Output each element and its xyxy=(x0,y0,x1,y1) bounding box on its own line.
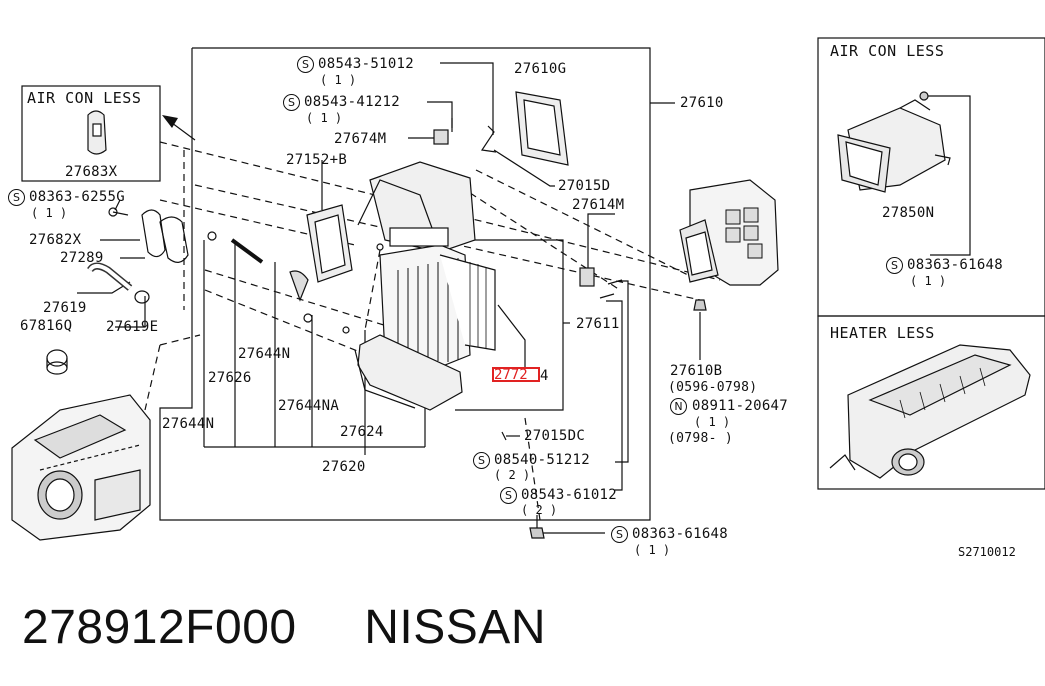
inset-title-heater-less: HEATER LESS xyxy=(830,324,935,342)
part-08543-61012[interactable]: 08543-61012 xyxy=(521,487,618,503)
screw-symbol: S xyxy=(611,526,628,543)
filter-27610g-drawing xyxy=(515,91,569,166)
part-27015d[interactable]: 27015D xyxy=(558,178,611,194)
filter-27152b-drawing xyxy=(306,204,353,283)
duct-27850n-drawing xyxy=(837,91,951,193)
duct-heater-less-drawing xyxy=(829,344,1031,479)
part-27682x[interactable]: 27682X xyxy=(29,232,82,248)
part-27610b[interactable]: 27610B xyxy=(670,363,723,379)
screw-symbol: S xyxy=(500,487,517,504)
part-27610[interactable]: 27610 xyxy=(680,95,724,111)
part-08543-41212[interactable]: 08543-41212 xyxy=(304,94,401,110)
part-27644n-upper[interactable]: 27644N xyxy=(238,346,291,362)
highlighted-part-suffix: 4 xyxy=(540,368,549,384)
part-27619e[interactable]: 27619E xyxy=(106,319,159,335)
footer-part-number: 278912F000 xyxy=(22,601,297,654)
screw-symbol: S xyxy=(886,257,903,274)
nut-symbol: N xyxy=(670,398,687,415)
part-27614m[interactable]: 27614M xyxy=(572,197,625,213)
main-frame xyxy=(159,47,651,521)
top-small-parts-drawing xyxy=(207,118,497,334)
drawing-code: S2710012 xyxy=(958,545,1016,559)
part-27289[interactable]: 27289 xyxy=(60,250,104,266)
part-27850n[interactable]: 27850N xyxy=(882,205,935,221)
part-67816q[interactable]: 67816Q xyxy=(20,318,73,334)
intake-duct-drawing xyxy=(679,179,779,286)
inset-title-aircon-less-right: AIR CON LESS xyxy=(830,42,945,60)
part-08363-61648-inset[interactable]: 08363-61648 xyxy=(907,257,1004,273)
range-27610b: (0596-0798) xyxy=(668,380,758,395)
qty-08543-41212: ( 1 ) xyxy=(306,111,343,125)
qty-08911-20647: ( 1 ) xyxy=(694,415,731,429)
part-08911-20647[interactable]: 08911-20647 xyxy=(692,398,789,414)
inset-title-aircon-less-left: AIR CON LESS xyxy=(27,89,142,107)
inset-box-aircon-less-left xyxy=(21,85,161,182)
highlighted-part-number: 2772 xyxy=(494,367,528,383)
part-27626[interactable]: 27626 xyxy=(208,370,252,386)
duct-plug-27683x-drawing xyxy=(87,110,107,155)
right-small-parts-drawing xyxy=(501,267,707,539)
part-27624[interactable]: 27624 xyxy=(340,424,384,440)
part-08363-6255g[interactable]: 08363-6255G xyxy=(29,189,126,205)
inset-box-heater-less xyxy=(817,315,1045,490)
screw-symbol: S xyxy=(473,452,490,469)
part-27610g[interactable]: 27610G xyxy=(514,61,567,77)
part-27152b[interactable]: 27152+B xyxy=(286,152,348,168)
part-27620[interactable]: 27620 xyxy=(322,459,366,475)
part-08540-51212[interactable]: 08540-51212 xyxy=(494,452,591,468)
part-27644na[interactable]: 27644NA xyxy=(278,398,340,414)
screw-symbol: S xyxy=(297,56,314,73)
left-small-parts-drawing xyxy=(46,207,189,375)
part-08543-51012[interactable]: 08543-51012 xyxy=(318,56,415,72)
qty-08543-61012: ( 2 ) xyxy=(521,503,558,517)
screw-symbol: S xyxy=(283,94,300,111)
part-27619[interactable]: 27619 xyxy=(43,300,87,316)
cooling-unit-drawing xyxy=(354,161,496,411)
part-27683x[interactable]: 27683X xyxy=(65,164,118,180)
qty-08540-51212: ( 2 ) xyxy=(494,468,531,482)
footer-caption: 278912F000 NISSAN xyxy=(22,600,546,655)
part-27674m[interactable]: 27674M xyxy=(334,131,387,147)
qty-08363-6255g: ( 1 ) xyxy=(31,206,68,220)
screw-symbol: S xyxy=(8,189,25,206)
part-08363-61648[interactable]: 08363-61648 xyxy=(632,526,729,542)
qty-08543-51012: ( 1 ) xyxy=(320,73,357,87)
part-27611[interactable]: 27611 xyxy=(576,316,620,332)
part-27015dc[interactable]: 27015DC xyxy=(524,428,586,444)
footer-brand: NISSAN xyxy=(364,601,546,654)
heater-unit-drawing xyxy=(11,394,151,541)
qty-08363-61648: ( 1 ) xyxy=(634,543,671,557)
range-08911-20647: (0798- ) xyxy=(668,431,734,446)
highlight-box[interactable] xyxy=(492,367,540,382)
part-27644n-lower[interactable]: 27644N xyxy=(162,416,215,432)
qty-08363-61648-inset: ( 1 ) xyxy=(910,274,947,288)
